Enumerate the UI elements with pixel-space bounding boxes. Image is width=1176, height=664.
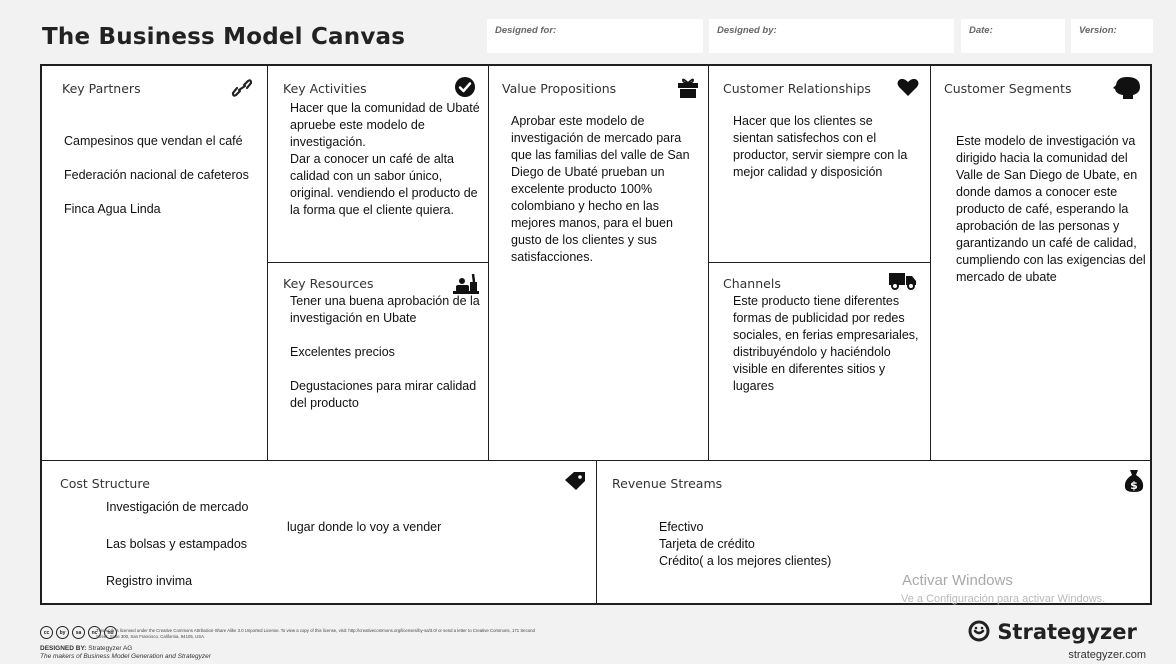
list-item: Campesinos que vendan el café [64, 134, 243, 148]
license-text: This work is licensed under the Creative… [96, 628, 535, 639]
heart-icon [897, 78, 919, 96]
date-field[interactable]: Date: [961, 19, 1065, 53]
channels-text: Este producto tiene diferentes formas de… [733, 294, 919, 393]
key-resources-title: Key Resources [283, 276, 374, 291]
list-item: Tarjeta de crédito [659, 537, 755, 551]
version-field[interactable]: Version: [1071, 19, 1153, 53]
head-icon [1113, 77, 1140, 99]
cc-nd-icon: nd [104, 626, 117, 639]
tagline: The makers of Business Model Generation … [40, 652, 211, 660]
value-propositions-text: Aprobar este modelo de investigación de … [511, 114, 690, 264]
key-resources-content: Tener una buena aprobación de la investi… [290, 293, 480, 412]
list-item: Federación nacional de cafeteros [64, 168, 249, 182]
customer-relationships-block: Customer Relationships Hacer que los cli… [708, 66, 930, 262]
key-activities-title: Key Activities [283, 81, 367, 96]
key-activities-text: Hacer que la comunidad de Ubaté apruebe … [290, 101, 480, 149]
channels-block: Channels Este producto tiene diferentes … [708, 262, 930, 460]
list-item: Excelentes precios [290, 345, 395, 359]
gift-icon [678, 78, 698, 98]
list-item: Investigación de mercado [106, 500, 249, 514]
list-item: Efectivo [659, 520, 704, 534]
designed-by-field[interactable]: Designed by: [709, 19, 954, 53]
link-icon [231, 79, 253, 97]
cc-icon: cc [40, 626, 53, 639]
revenue-streams-title: Revenue Streams [612, 476, 723, 491]
list-item: Tener una buena aprobación de la investi… [290, 294, 480, 325]
designed-by-name: Strategyzer AG [88, 645, 133, 652]
customer-segments-title: Customer Segments [944, 81, 1072, 96]
value-propositions-block: Value Propositions Aprobar este modelo d… [488, 66, 708, 460]
designed-by-footer: DESIGNED BY: Strategyzer AG The makers o… [40, 645, 211, 660]
customer-relationships-text: Hacer que los clientes se sientan satisf… [733, 114, 908, 179]
list-item: Finca Agua Linda [64, 202, 161, 216]
truck-icon [889, 273, 916, 290]
cost-structure-side-text: lugar donde lo voy a vender [287, 520, 442, 534]
value-propositions-title: Value Propositions [502, 81, 617, 96]
designed-for-field[interactable]: Designed for: [487, 19, 703, 53]
revenue-streams-content: Efectivo Tarjeta de crédito Crédito( a l… [659, 519, 919, 570]
strategyzer-brand: Strategyzer [997, 620, 1137, 644]
money-bag-icon: $ [1124, 470, 1144, 492]
key-activities-block: Key Activities Hacer que la comunidad de… [267, 66, 488, 262]
customer-segments-block: Customer Segments Este modelo de investi… [930, 66, 1150, 460]
channels-title: Channels [723, 276, 781, 291]
windows-activation-subtitle: Ve a Configuración para activar Windows. [901, 593, 1106, 605]
revenue-streams-block: Revenue Streams $ Efectivo Tarjeta de cr… [596, 460, 1150, 603]
cost-structure-content: Investigación de mercado Las bolsas y es… [106, 499, 306, 590]
canvas-frame: Key Partners Campesinos que vendan el ca… [40, 64, 1152, 605]
customer-relationships-title: Customer Relationships [723, 81, 871, 96]
key-partners-title: Key Partners [62, 81, 141, 96]
svg-text:$: $ [1130, 479, 1138, 492]
key-resources-block: Key Resources Tener una buena aprobación… [267, 262, 488, 460]
cc-by-icon: by [56, 626, 69, 639]
windows-activation-title: Activar Windows [902, 572, 1013, 589]
check-circle-icon [455, 77, 475, 97]
cc-nc-icon: nc [88, 626, 101, 639]
key-activities-text-2: Dar a conocer un café de alta calidad co… [290, 152, 478, 217]
tag-icon [565, 472, 585, 490]
cc-sa-icon: sa [72, 626, 85, 639]
list-item: Crédito( a los mejores clientes) [659, 554, 832, 568]
canvas-title: The Business Model Canvas [42, 24, 406, 50]
strategyzer-url[interactable]: strategyzer.com [1068, 649, 1146, 661]
cost-structure-title: Cost Structure [60, 476, 150, 491]
designed-by-label: DESIGNED BY: [40, 645, 87, 652]
cost-structure-block: Cost Structure Investigación de mercado … [42, 460, 596, 603]
cc-license-icons: cc by sa nc nd [40, 626, 117, 639]
customer-segments-text: Este modelo de investigación va dirigido… [956, 134, 1146, 284]
list-item: Degustaciones para mirar calidad del pro… [290, 379, 477, 410]
key-activities-content: Hacer que la comunidad de Ubaté apruebe … [290, 100, 480, 219]
key-partners-block: Key Partners Campesinos que vendan el ca… [42, 66, 267, 460]
key-partners-content: Campesinos que vendan el café Federación… [64, 133, 254, 218]
list-item: Las bolsas y estampados [106, 537, 248, 551]
list-item: Registro invima [106, 574, 193, 588]
worker-icon [453, 273, 479, 294]
strategyzer-logo: Strategyzer [968, 620, 1137, 644]
strategyzer-logo-icon [968, 620, 990, 642]
